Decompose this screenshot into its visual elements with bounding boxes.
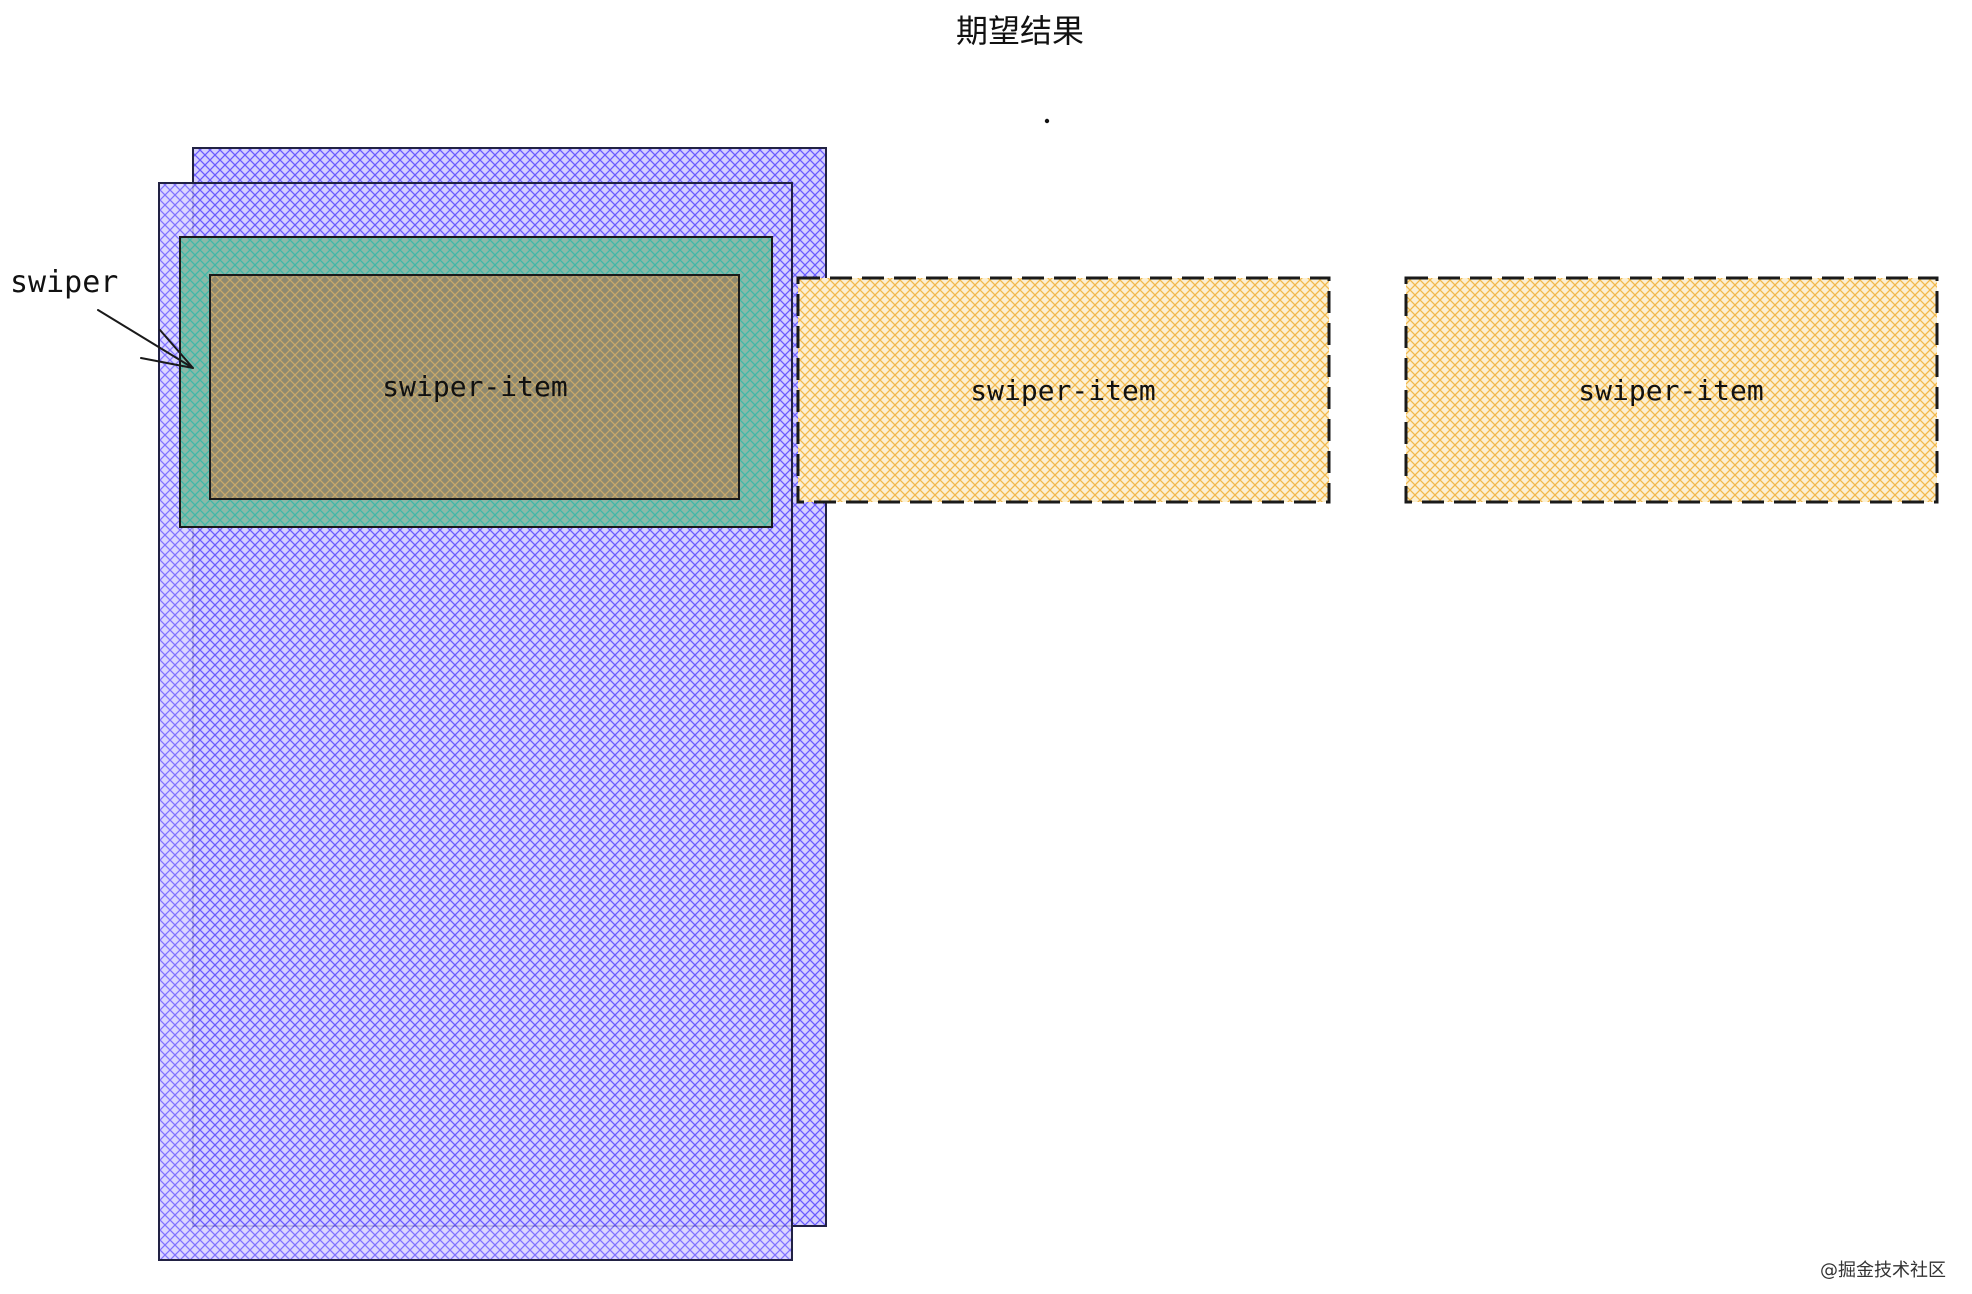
watermark: @掘金技术社区 [1820,1260,1946,1281]
diagram-title: 期望结果 [955,12,1084,50]
swiper-annotation-label: swiper [10,265,118,300]
swiper-item-last [1404,276,1939,504]
swiper-item-label-1: swiper-item [382,370,567,403]
swiper-item-active [209,274,740,500]
dot-mark [1044,118,1050,124]
swiper-item-label-3: swiper-item [1578,374,1763,407]
swiper-item-label-2: swiper-item [970,374,1155,407]
swiper-item-next [796,276,1331,504]
swiper-annotation-arrow [97,309,194,369]
